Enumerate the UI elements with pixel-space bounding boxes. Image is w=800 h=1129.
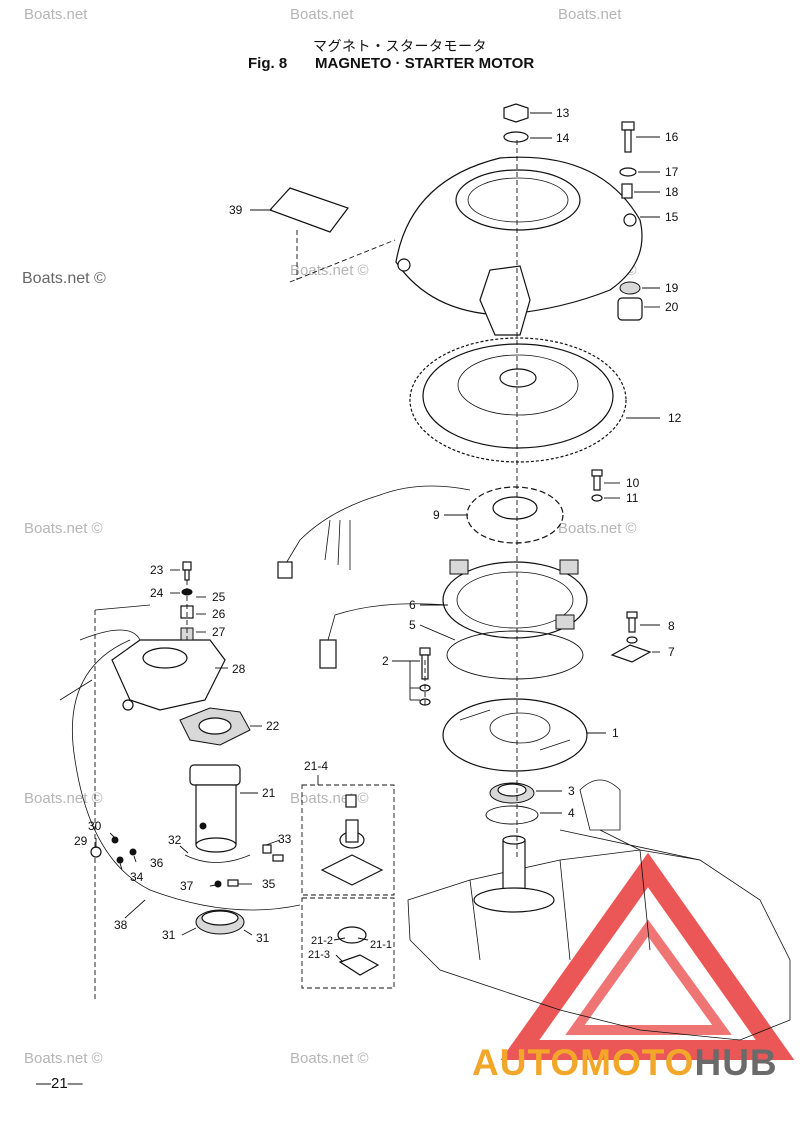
callout-28: 28 xyxy=(232,662,246,676)
callout-22: 22 xyxy=(266,719,280,733)
callout-16: 16 xyxy=(665,130,679,144)
page-number: —21— xyxy=(36,1075,83,1092)
leader-lines xyxy=(95,112,660,963)
watermark: Boats.net © xyxy=(558,520,637,537)
callout-29: 29 xyxy=(74,834,88,848)
figure-title-japanese: マグネト・スタータモータ xyxy=(313,39,487,55)
callout-21-1: 21-1 xyxy=(370,939,392,951)
cable-part-38 xyxy=(71,639,301,911)
bolt-part-23 xyxy=(182,561,192,581)
nut-part-13 xyxy=(503,103,529,123)
callout-labels: 13 14 16 17 18 15 19 20 39 12 10 11 9 6 … xyxy=(74,106,682,961)
pulser-coil-part-6 xyxy=(319,559,588,669)
callout-20: 20 xyxy=(665,300,679,314)
watermark: Boats.net © xyxy=(24,520,103,537)
callout-35: 35 xyxy=(262,877,276,891)
watermark: Boats.net xyxy=(558,6,622,23)
callout-9: 9 xyxy=(433,508,440,522)
callout-21-4: 21-4 xyxy=(304,759,328,773)
callout-21: 21 xyxy=(262,786,276,800)
gasket-part-22 xyxy=(179,707,251,746)
callout-27: 27 xyxy=(212,625,226,639)
starter-motor-part-21 xyxy=(189,764,241,853)
watermark: Boats.net © xyxy=(290,262,369,279)
strap-part-32 xyxy=(184,854,251,863)
bolt-part-16 xyxy=(621,121,635,153)
stator-coil-part-9 xyxy=(277,485,564,579)
brand-triangle-logo xyxy=(500,852,795,1060)
brand-name-part2: HUB xyxy=(694,1042,778,1083)
watermark: Boats.net © xyxy=(24,790,103,807)
ring-part-5 xyxy=(446,630,584,680)
bolt-part-10 xyxy=(591,469,603,491)
callout-23: 23 xyxy=(150,563,164,577)
callout-26: 26 xyxy=(212,607,226,621)
callout-17: 17 xyxy=(665,165,679,179)
flywheel-cover-part-15 xyxy=(395,156,643,336)
bolt-part-8 xyxy=(626,611,638,644)
watermark: Boats.net © xyxy=(290,1050,369,1067)
callout-10: 10 xyxy=(626,476,640,490)
brand-logo-text: AUTOMOTOHUB xyxy=(472,1042,778,1084)
callout-15: 15 xyxy=(665,210,679,224)
callout-12: 12 xyxy=(668,411,682,425)
callout-31: 31 xyxy=(256,931,270,945)
callout-2: 2 xyxy=(382,654,389,668)
flywheel-part-12 xyxy=(409,337,627,463)
callout-6: 6 xyxy=(409,598,416,612)
callout-36: 36 xyxy=(150,856,164,870)
callout-18: 18 xyxy=(665,185,679,199)
callout-8: 8 xyxy=(668,619,675,633)
watermark: Boats.net xyxy=(290,6,354,23)
callout-31: 31 xyxy=(162,928,176,942)
callout-19: 19 xyxy=(665,281,679,295)
callout-4: 4 xyxy=(568,806,575,820)
bracket-part-28 xyxy=(111,639,226,711)
plate-part-7 xyxy=(610,644,652,663)
grommet-part-19 xyxy=(619,281,641,295)
band-part-31 xyxy=(195,909,245,935)
callout-38: 38 xyxy=(114,918,128,932)
base-plate-part-1 xyxy=(442,698,588,772)
callout-30: 30 xyxy=(88,819,102,833)
callout-39: 39 xyxy=(229,203,243,217)
callout-34: 34 xyxy=(130,870,144,884)
callout-37: 37 xyxy=(180,879,194,893)
crankshaft xyxy=(473,835,555,913)
callout-33: 33 xyxy=(278,832,292,846)
callout-32: 32 xyxy=(168,833,182,847)
washer-part-11 xyxy=(591,494,603,502)
callout-3: 3 xyxy=(568,784,575,798)
grommet-part-20 xyxy=(617,297,643,321)
bearing-part-3 xyxy=(489,782,535,804)
collar-part-17 xyxy=(619,167,637,177)
engine-block xyxy=(407,779,791,1041)
washer-part-14 xyxy=(503,131,529,143)
figure-title: MAGNETO · STARTER MOTOR xyxy=(315,55,535,72)
callout-7: 7 xyxy=(668,645,675,659)
decal-part-39 xyxy=(268,187,349,233)
callout-25: 25 xyxy=(212,590,226,604)
watermark: Boats.net © xyxy=(24,1050,103,1067)
watermark: Boats.net xyxy=(24,6,88,23)
o-ring-part-4 xyxy=(485,805,539,825)
watermark: Boats.net © xyxy=(22,270,106,287)
callout-5: 5 xyxy=(409,618,416,632)
callout-13: 13 xyxy=(556,106,570,120)
callout-14: 14 xyxy=(556,131,570,145)
starter-drive-inset-21-4 xyxy=(301,784,395,989)
bolts-parts-29-30-34-36 xyxy=(90,836,137,864)
callout-1: 1 xyxy=(612,726,619,740)
callout-21-3: 21-3 xyxy=(308,949,330,961)
brand-name-part1: AUTOMOTO xyxy=(472,1042,695,1083)
figure-number: Fig. 8 xyxy=(248,55,288,72)
callout-11: 11 xyxy=(626,491,639,505)
callout-24: 24 xyxy=(150,586,164,600)
callout-21-2: 21-2 xyxy=(311,935,333,947)
collar-part-18 xyxy=(621,183,633,199)
engine-frame-left xyxy=(59,604,151,1000)
